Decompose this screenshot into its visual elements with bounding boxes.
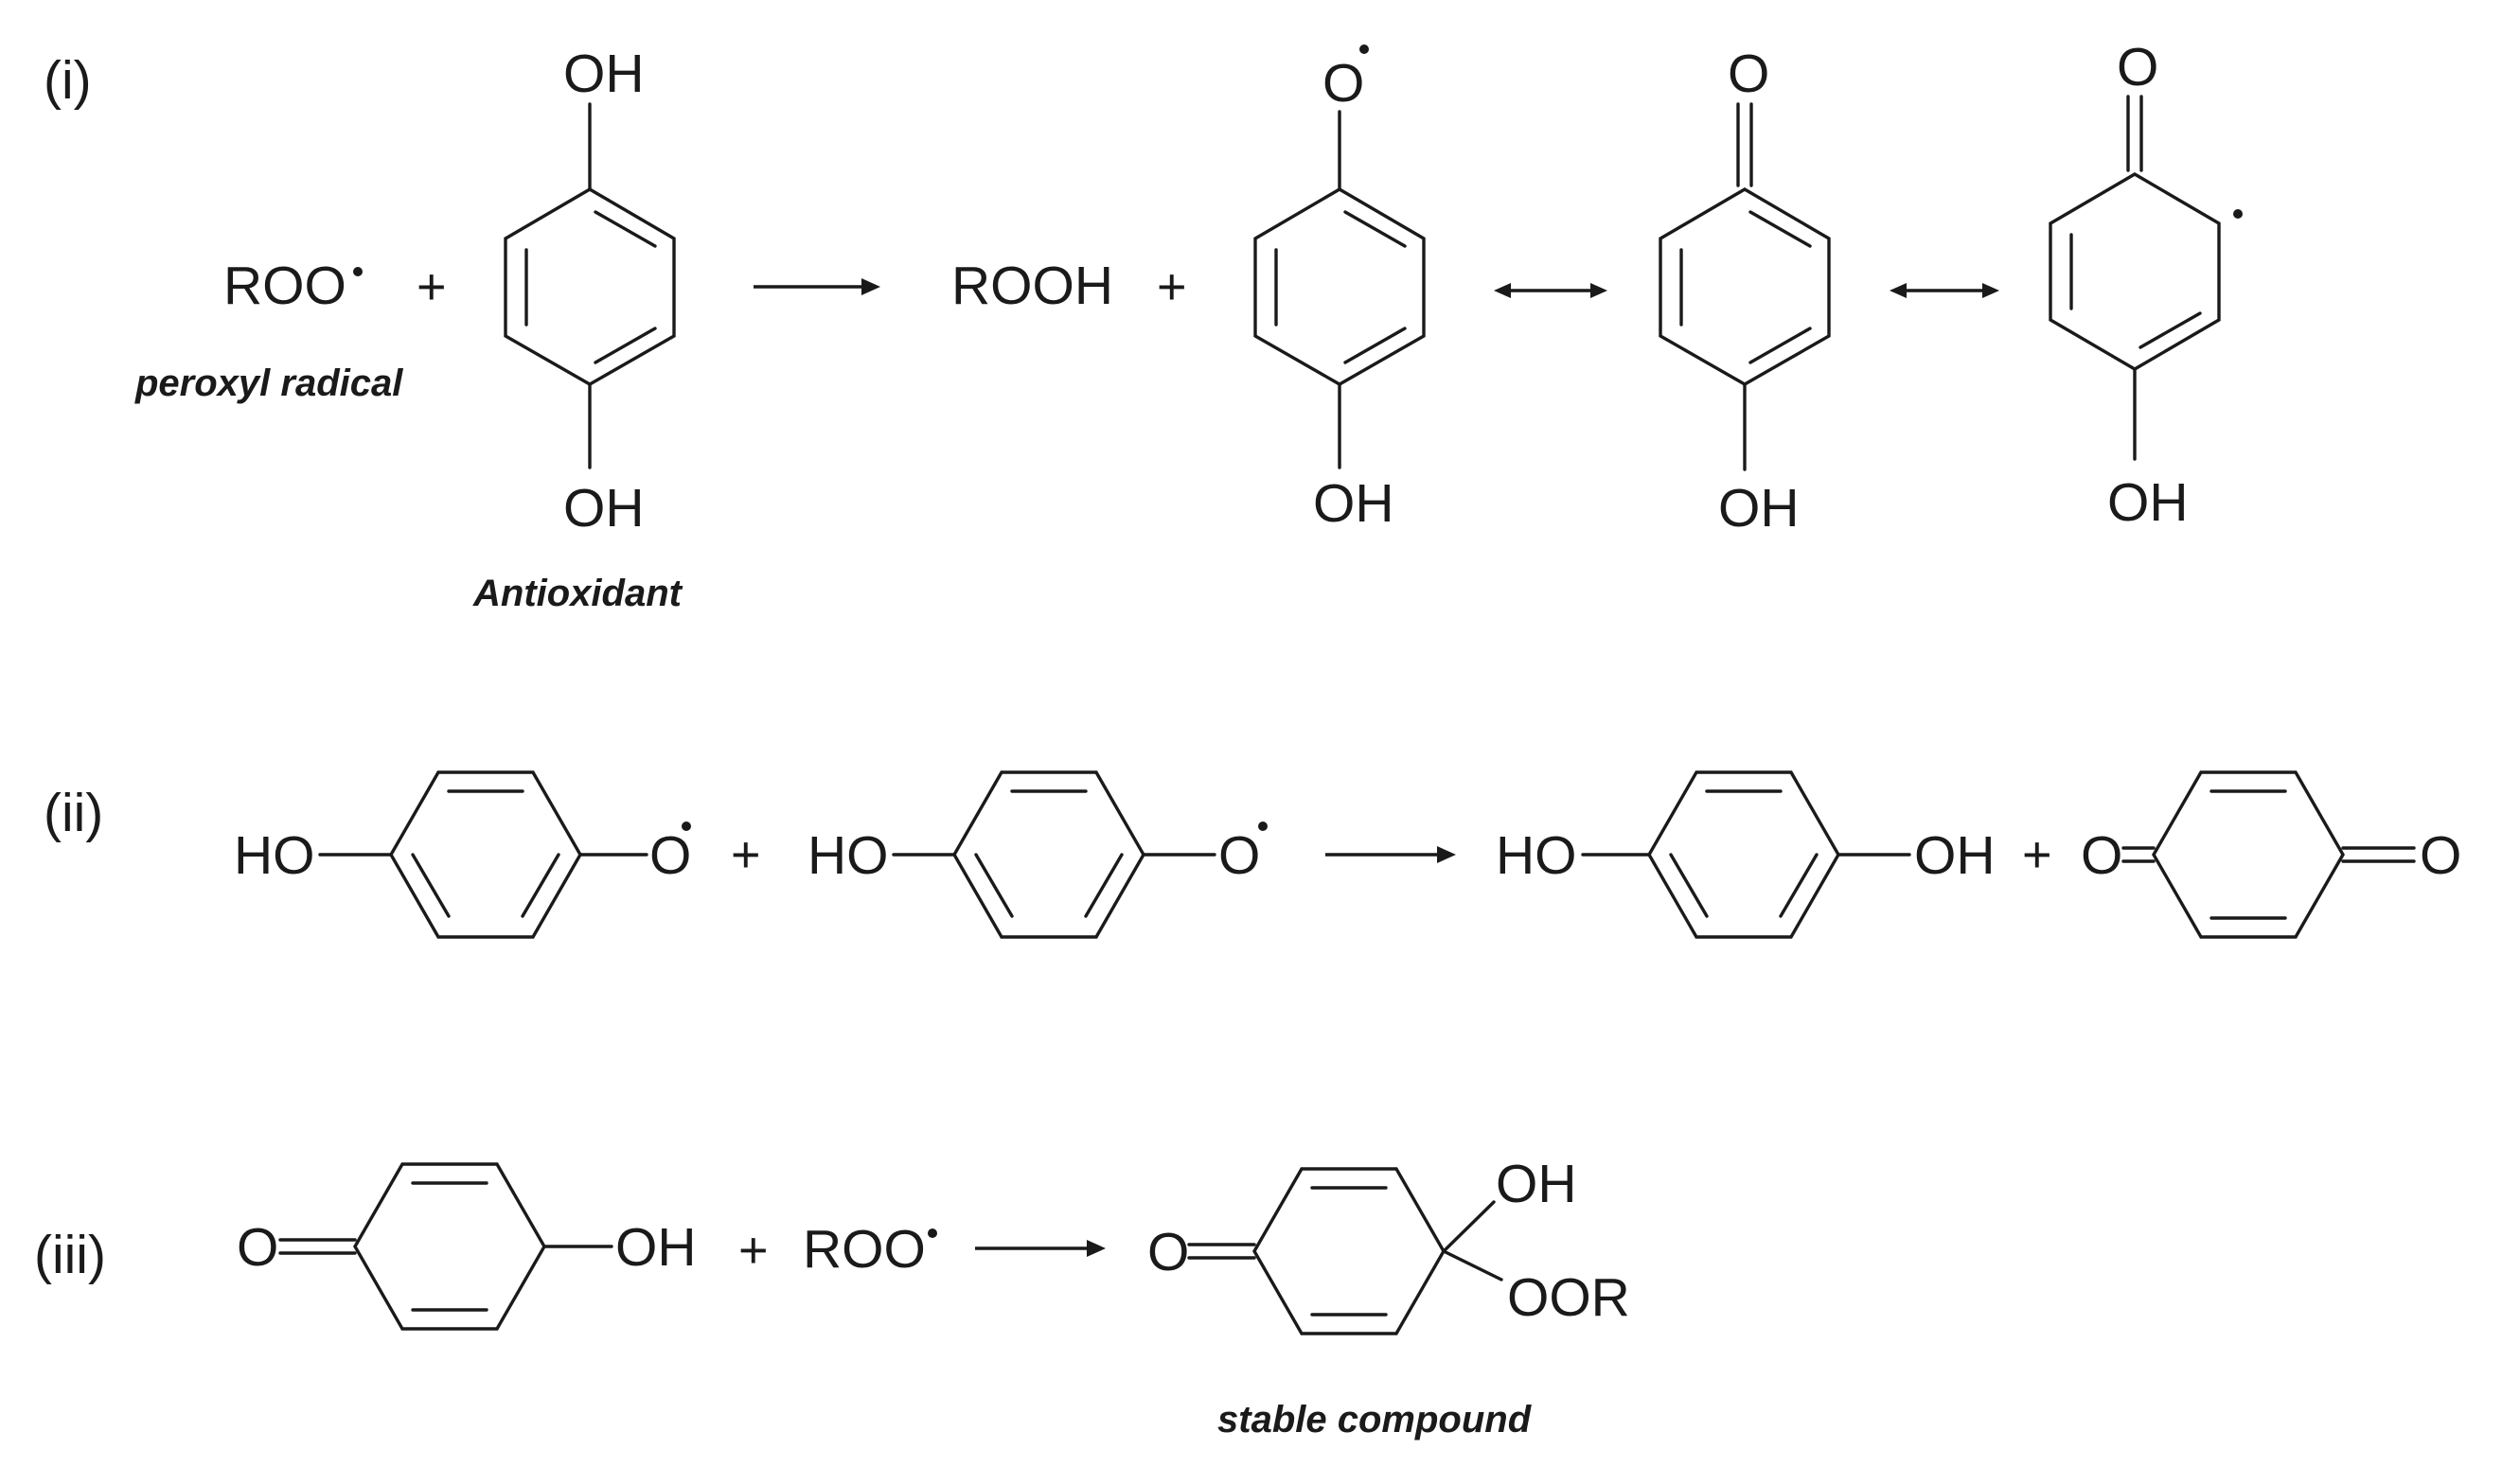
reaction-iii-label: (iii): [34, 1225, 106, 1285]
plus-sign: +: [1157, 258, 1187, 315]
benzene-ring: [952, 770, 1145, 939]
bond: [1442, 1200, 1496, 1253]
ring: [1252, 1167, 1446, 1335]
radical-dot: [682, 822, 691, 831]
bond: [1442, 1249, 1503, 1281]
carbonyl-oxygen: O: [1728, 44, 1769, 104]
resonance-arrow: [1494, 283, 1607, 298]
double-bond-inner: [1779, 853, 1819, 918]
double-bond-inner: [1748, 210, 1812, 248]
carbonyl-oxygen-left: O: [2081, 825, 2122, 886]
benzene-ring: [389, 770, 582, 939]
double-bond-inner: [2138, 311, 2202, 349]
hydroxyl-left: HO: [234, 825, 315, 886]
semiquinone-radical-reactant-1: HO O: [234, 770, 691, 939]
hydroxyl: OH: [1496, 1154, 1577, 1214]
benzene-ring: [1253, 187, 1426, 386]
double-bond-inner: [974, 853, 1014, 918]
radical-dot: [1258, 822, 1268, 831]
ring: [353, 1162, 546, 1331]
hydroxyl-bottom: OH: [1718, 478, 1800, 539]
reaction-i: (i) ROO + peroxyl radical OH OH Antioxid…: [44, 37, 2243, 614]
radical-dot: [928, 1228, 937, 1238]
carbonyl-oxygen: O: [2117, 37, 2158, 97]
hydroquinone-product: HO OH: [1496, 770, 1996, 939]
ring: [2049, 172, 2221, 371]
peroxyl-radical-note: peroxyl radical: [134, 362, 403, 404]
hydroxyl-left: HO: [807, 825, 889, 886]
oxygen-radical: O: [649, 825, 691, 886]
hydroxyl-left: HO: [1496, 825, 1577, 886]
reaction-i-label: (i): [44, 50, 92, 111]
peroxyl-radical-formula: ROO: [223, 256, 346, 316]
reaction-iii: (iii) O OH + ROO O OH: [34, 1154, 1630, 1440]
double-bond-inner: [1343, 210, 1407, 248]
peroxyl-radical-formula: ROO: [803, 1219, 926, 1280]
reaction-arrow: [754, 278, 880, 295]
double-bond-inner: [521, 853, 560, 918]
double-bond-inner: [1343, 327, 1407, 364]
peroxide-group: OOR: [1507, 1267, 1630, 1328]
double-bond-inner: [1748, 327, 1812, 364]
hydroxyl-right: OH: [1914, 825, 1996, 886]
quinone-ring: [2152, 770, 2345, 939]
plus-sign: +: [2022, 826, 2052, 883]
double-bond-inner: [411, 853, 451, 918]
semiquinone-radical-form-3: O OH: [2049, 37, 2243, 533]
reaction-ii-label: (ii): [44, 783, 103, 843]
stable-compound-note: stable compound: [1217, 1399, 1533, 1440]
hydroxyl-bottom: OH: [1313, 473, 1394, 534]
hydroperoxide-formula: ROOH: [951, 256, 1113, 316]
benzene-ring: [1647, 770, 1840, 939]
hydroxyl-right: OH: [615, 1217, 697, 1278]
benzoquinone-product: O O: [2081, 770, 2461, 939]
carbonyl-oxygen-right: O: [2420, 825, 2461, 886]
radical-dot: [1359, 44, 1369, 54]
double-bond-inner: [1669, 853, 1709, 918]
ring: [1659, 187, 1831, 386]
semiquinone-radical-form-1: O OH: [1253, 44, 1426, 534]
benzene-ring: [504, 187, 676, 386]
hydroxyl-bottom: OH: [2107, 472, 2189, 533]
plus-sign: +: [417, 258, 447, 315]
carbonyl-oxygen: O: [1147, 1222, 1189, 1282]
hydroxyl-bottom: OH: [563, 478, 645, 539]
dienone-reactant: O OH: [237, 1162, 697, 1331]
double-bond-inner: [594, 210, 657, 248]
oxygen-radical: O: [1218, 825, 1260, 886]
semiquinone-radical-reactant-2: HO O: [807, 770, 1268, 939]
reaction-ii: (ii) HO O + HO O: [44, 770, 2461, 939]
radical-dot: [353, 267, 363, 276]
plus-sign: +: [738, 1222, 769, 1279]
double-bond-inner: [1084, 853, 1124, 918]
stable-compound: O OH OOR stable compound: [1147, 1154, 1630, 1440]
antioxidant-molecule: OH OH Antioxidant: [472, 44, 683, 614]
plus-sign: +: [731, 826, 761, 883]
radical-dot: [2233, 209, 2243, 219]
antioxidant-note: Antioxidant: [472, 573, 683, 614]
reaction-arrow: [975, 1240, 1106, 1257]
resonance-arrow: [1890, 283, 1999, 298]
oxygen-radical: O: [1322, 53, 1364, 114]
hydroxyl-top: OH: [563, 44, 645, 104]
carbonyl-oxygen: O: [237, 1217, 278, 1278]
reaction-arrow: [1325, 846, 1456, 863]
semiquinone-radical-form-2: O OH: [1659, 44, 1831, 539]
double-bond-inner: [594, 327, 657, 364]
